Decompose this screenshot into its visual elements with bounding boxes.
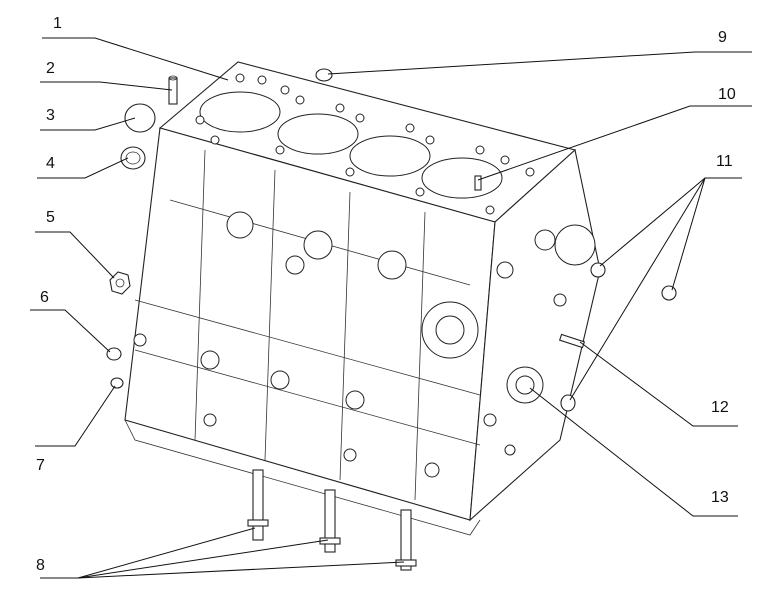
part-10-dowel [474,175,482,191]
deck-holes [195,73,535,215]
part-5-nut [109,271,131,295]
leader-2 [40,81,173,91]
callout-8: 8 [36,557,45,574]
leader-4 [37,157,129,179]
callout-4: 4 [46,155,55,172]
part-3-oring [124,103,156,133]
leader-7 [35,385,116,447]
part-4-plug [120,146,146,170]
leader-8c [77,561,405,579]
callout-9: 9 [718,29,727,46]
callout-5: 5 [46,209,55,226]
part-7-plug [110,377,124,389]
callout-3: 3 [46,107,55,124]
leader-12 [579,341,738,427]
leader-11b [671,177,706,291]
leader-lines [30,37,752,579]
end-face-features [421,224,596,456]
callout-13: 13 [711,489,729,506]
side-bosses [133,211,440,478]
leader-1 [42,37,229,81]
part-8-bolts [247,469,417,571]
callout-7: 7 [36,457,45,474]
cylinder-block [124,61,601,536]
callout-numbers: 1 2 3 4 5 6 7 8 9 10 11 12 13 [36,15,736,574]
leader-6 [30,309,111,353]
leader-8b [77,539,329,579]
part-9-plug [315,68,333,82]
part-2-dowel-pin [168,75,178,105]
leader-9 [327,51,752,75]
part-13-oring [560,394,576,412]
callout-10: 10 [718,86,736,103]
callout-6: 6 [40,289,49,306]
leader-5 [35,231,115,279]
callout-12: 12 [711,399,729,416]
leader-11c [569,177,706,401]
callout-2: 2 [46,60,55,77]
callout-11: 11 [716,153,733,170]
side-ribs [134,149,481,501]
part-6-washer [106,347,122,361]
leader-13 [529,387,738,517]
callout-1: 1 [53,15,62,32]
leader-11a [599,177,742,267]
leader-10 [477,105,752,181]
part-11-plugs [590,262,677,301]
leader-3 [40,117,136,131]
